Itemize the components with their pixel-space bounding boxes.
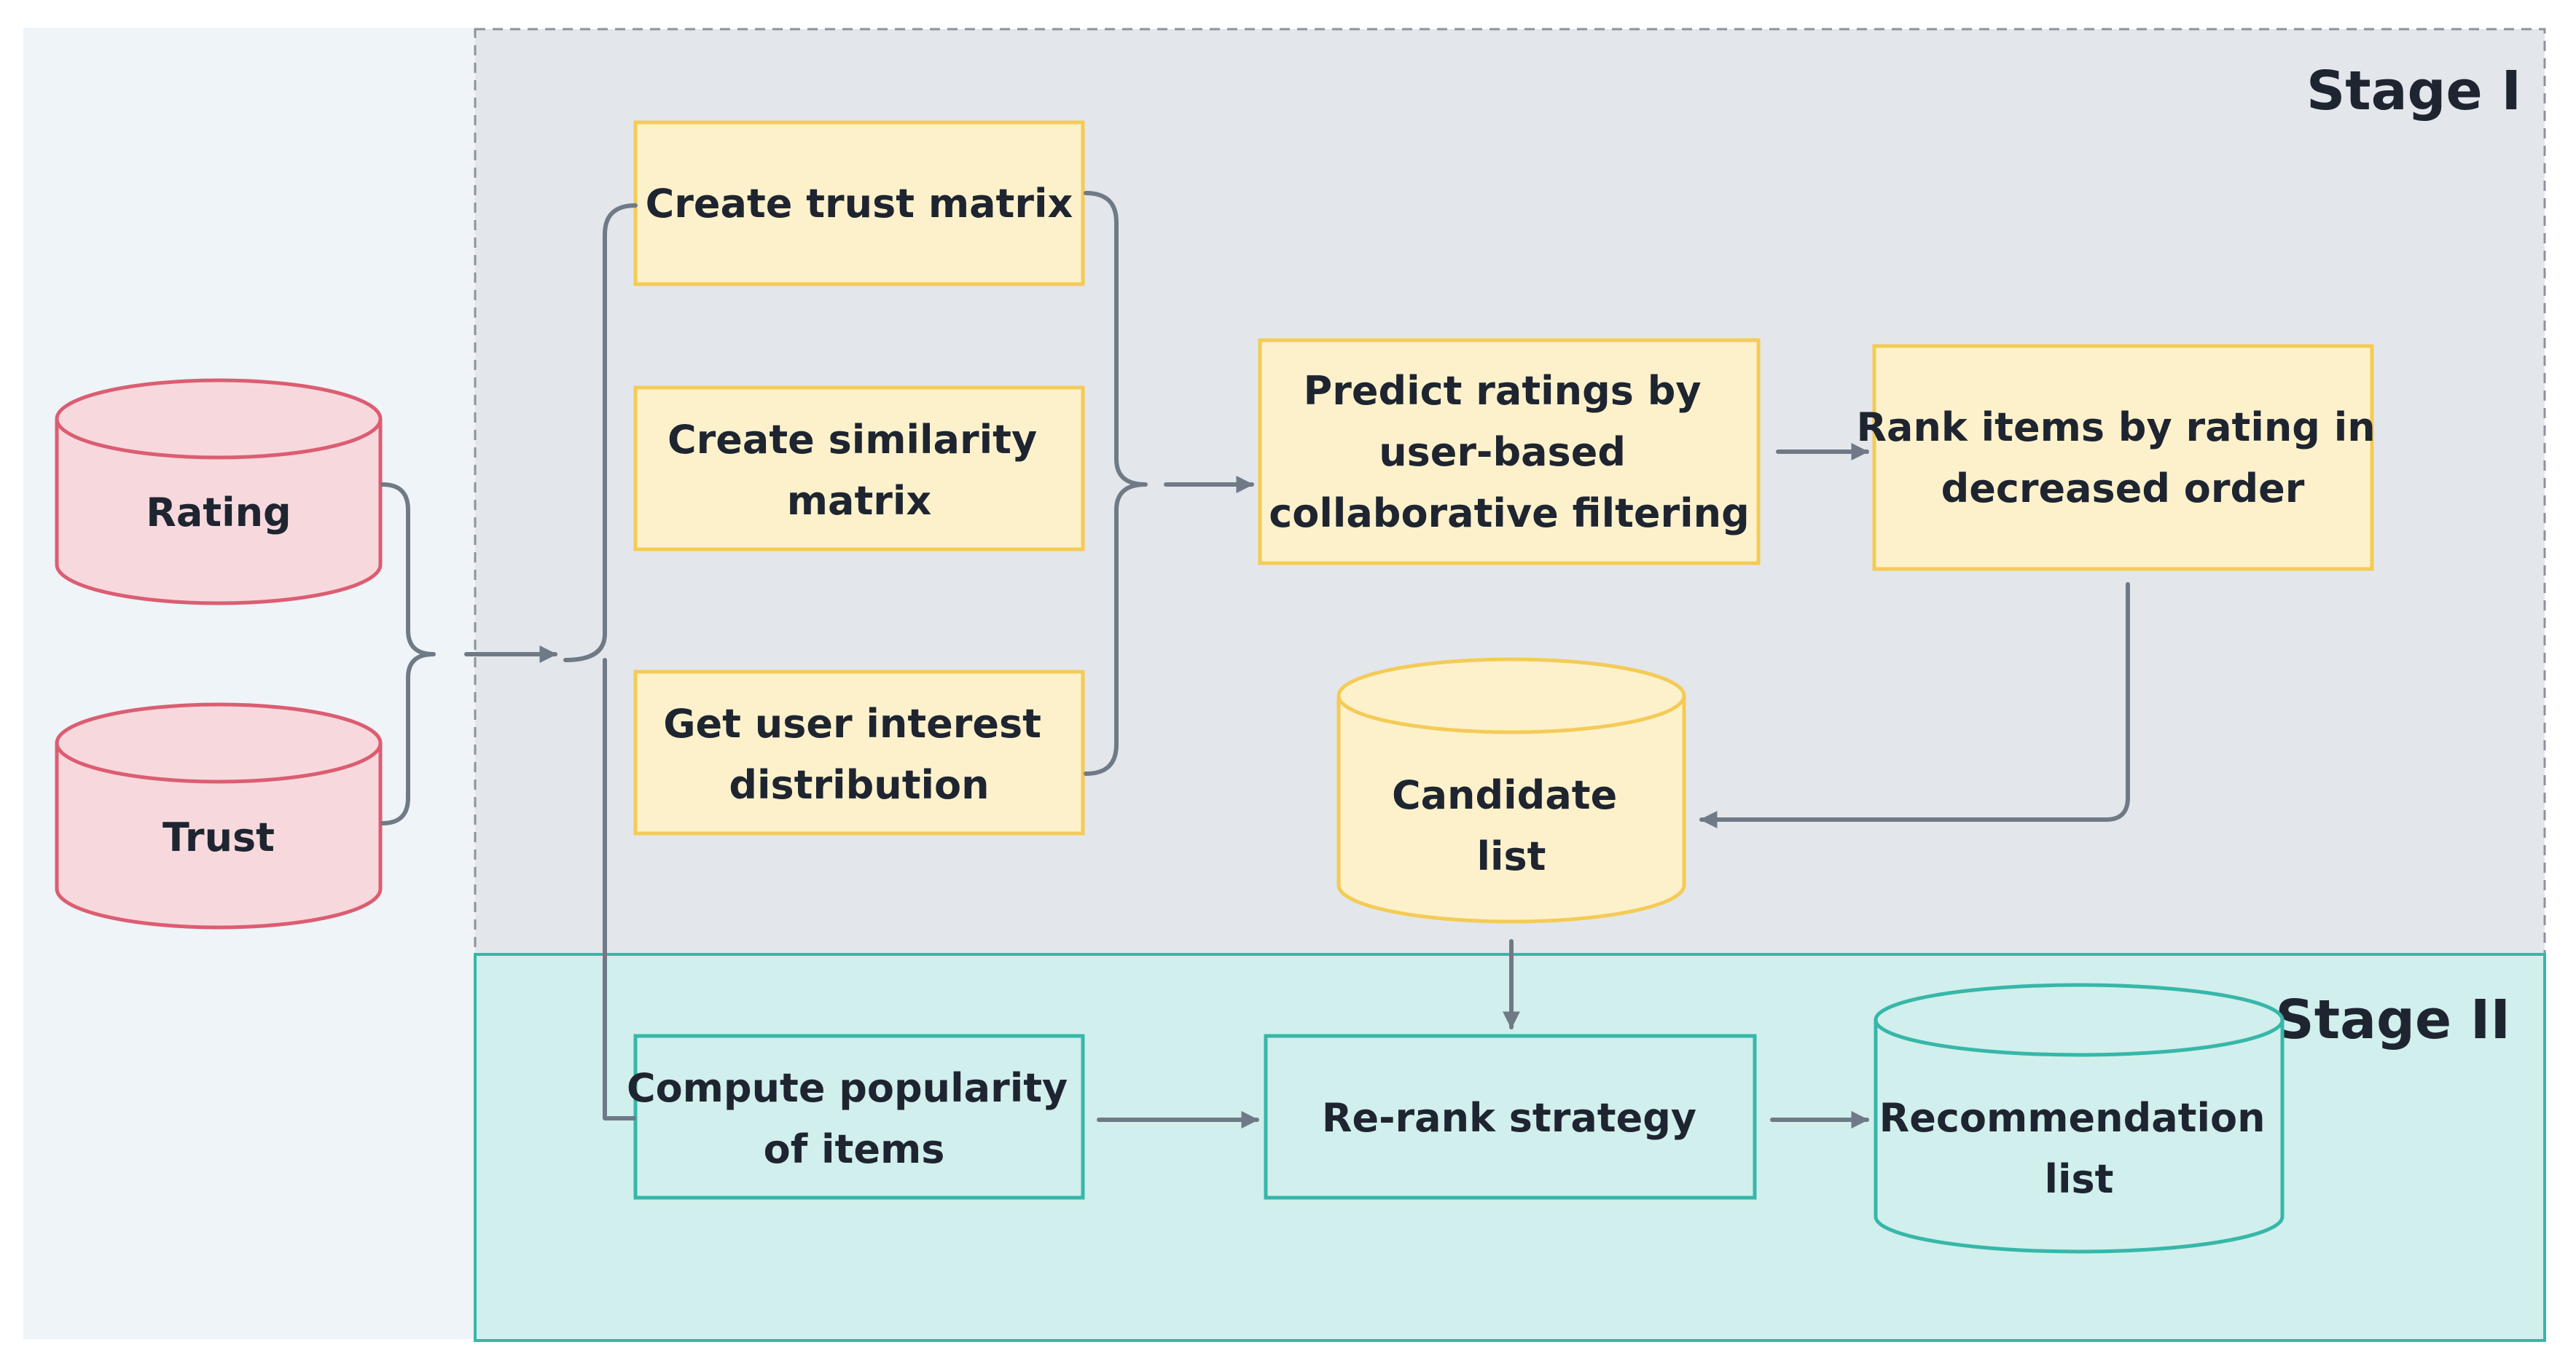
left-background <box>23 28 475 1339</box>
candidate-list-database: Candidate list <box>1336 657 1686 924</box>
create-trust-matrix-label: Create trust matrix <box>646 181 1073 227</box>
rank-items-box: Rank items by rating in decreased order <box>1856 344 2389 571</box>
create-trust-matrix-box: Create trust matrix <box>633 120 1085 286</box>
steps-merge-bracket <box>1084 191 1148 776</box>
stage2-label: Stage II <box>2275 989 2510 1051</box>
candidate-list-label: Candidate list <box>1392 772 1631 879</box>
create-similarity-matrix-box: Create similarity matrix <box>633 385 1085 551</box>
rating-database: Rating <box>55 378 383 605</box>
stage1-label: Stage I <box>2306 60 2521 122</box>
user-interest-distribution-box: Get user interest distribution <box>633 670 1085 836</box>
predict-ratings-box: Predict ratings by user-based collaborat… <box>1258 338 1761 565</box>
create-similarity-matrix-label: Create similarity matrix <box>668 417 1051 524</box>
compute-popularity-box: Compute popularity of items <box>627 1034 1085 1200</box>
recommendation-list-database: Recommendation list <box>1874 983 2285 1254</box>
steps-split-bracket <box>563 203 638 1120</box>
rating-label: Rating <box>146 490 291 535</box>
trust-database: Trust <box>55 702 383 930</box>
predict-ratings-label: Predict ratings by user-based collaborat… <box>1269 368 1750 536</box>
rank-items-label: Rank items by rating in decreased order <box>1856 404 2389 511</box>
recommendation-list-label: Recommendation list <box>1879 1095 2279 1202</box>
user-interest-distribution-label: Get user interest distribution <box>663 701 1055 808</box>
rerank-strategy-box: Re-rank strategy <box>1264 1034 1757 1200</box>
compute-popularity-label: Compute popularity of items <box>627 1065 1081 1172</box>
trust-label: Trust <box>163 815 275 860</box>
sources-merge-bracket <box>380 482 436 825</box>
rerank-strategy-label: Re-rank strategy <box>1322 1095 1696 1141</box>
rank-to-candidate-arrow <box>1699 582 2130 828</box>
